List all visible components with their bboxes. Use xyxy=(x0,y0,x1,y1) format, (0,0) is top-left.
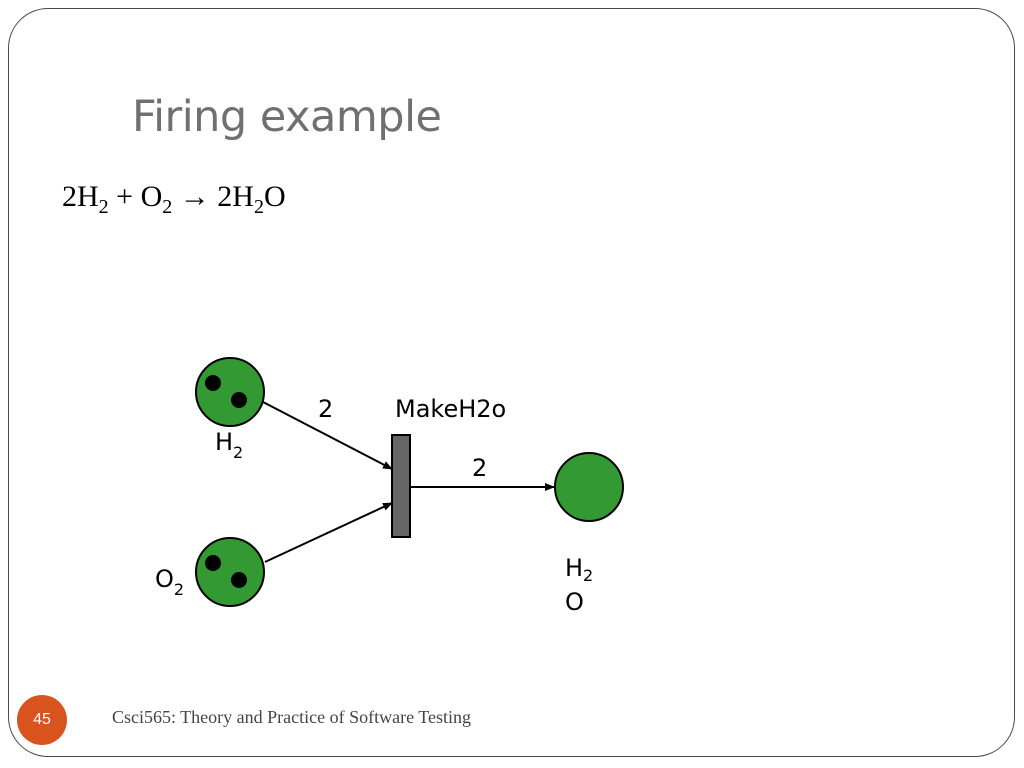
equation-term-2: + O xyxy=(108,180,163,213)
equation-sub-3: 2 xyxy=(253,196,264,218)
token xyxy=(231,392,247,408)
slide-frame xyxy=(8,8,1015,757)
place-h2o-circle xyxy=(554,452,624,522)
place-h2o-label-line1: H2 xyxy=(565,554,593,585)
footer-course-title: Csci565: Theory and Practice of Software… xyxy=(112,707,471,727)
place-o2 xyxy=(195,537,265,607)
transition-makeh2o xyxy=(391,434,411,538)
equation-term-1: 2H xyxy=(62,180,99,213)
place-h2o-label-line2: O xyxy=(565,588,584,616)
equation-sub-2: 2 xyxy=(162,196,173,218)
arc-weight-h2: 2 xyxy=(318,395,333,423)
place-o2-label: O2 xyxy=(155,565,184,599)
equation-sub-1: 2 xyxy=(98,196,109,218)
token xyxy=(205,375,221,391)
place-h2 xyxy=(195,357,265,427)
token xyxy=(231,572,247,588)
chemical-equation: 2H2 + O2 → 2H2O xyxy=(62,180,286,218)
place-h2-label: H2 xyxy=(215,428,243,462)
token xyxy=(205,555,221,571)
place-o2-circle xyxy=(195,537,265,607)
equation-term-4: O xyxy=(263,180,286,213)
place-h2-circle xyxy=(195,357,265,427)
arc-weight-output: 2 xyxy=(472,454,487,482)
arc-h2-to-transition xyxy=(262,401,393,470)
equation-term-3: 2H xyxy=(217,180,254,213)
equation-arrow: → xyxy=(172,180,218,213)
page-number-badge: 45 xyxy=(17,695,67,745)
arc-o2-to-transition xyxy=(264,502,393,563)
transition-label: MakeH2o xyxy=(395,395,506,423)
slide-title: Firing example xyxy=(132,92,442,142)
